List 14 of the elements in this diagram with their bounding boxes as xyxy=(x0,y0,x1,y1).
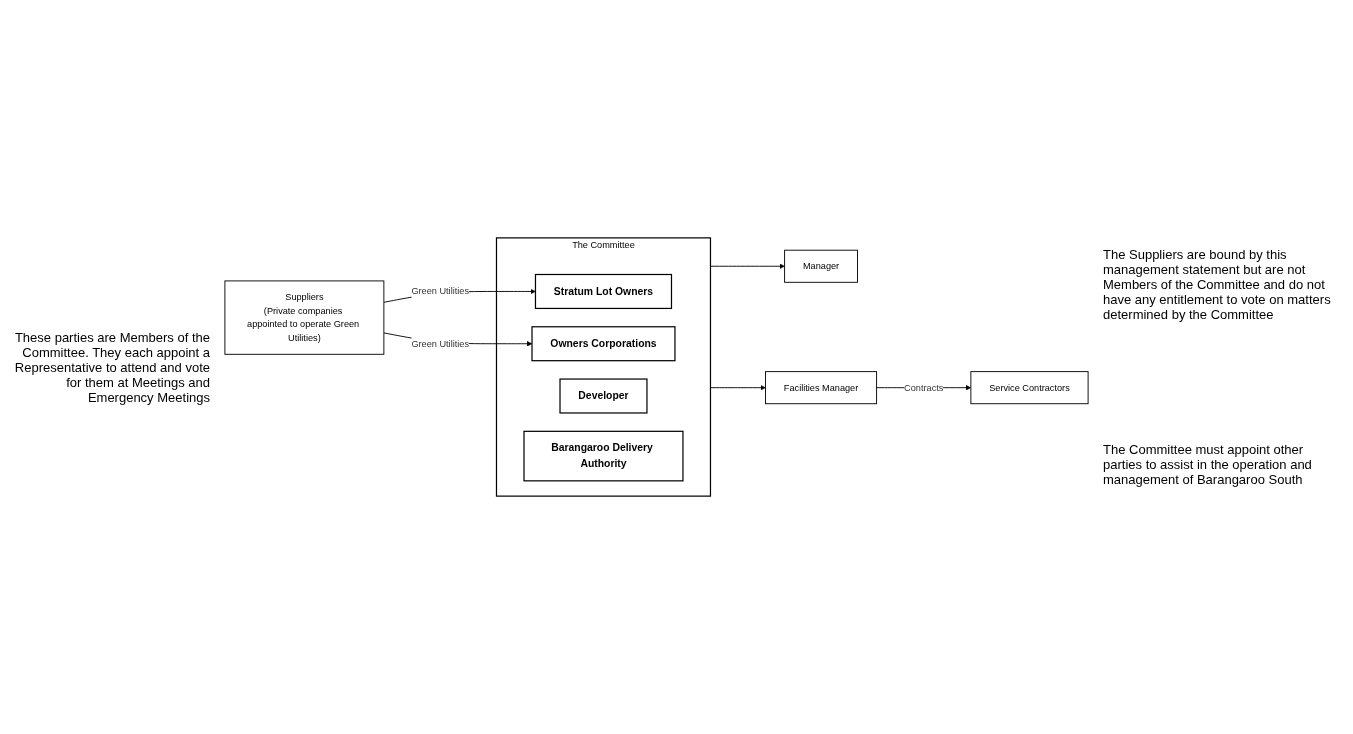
edge-label: Green Utilities xyxy=(411,338,469,349)
note-text: The Suppliers are bound by this management statement but are not Members of the Committee and do not have any entitlement to vote on matters determined by the Committee xyxy=(1103,247,1332,322)
node-box: Developer xyxy=(559,378,648,414)
note-text: These parties are Members of the Committee. They each appoint a Representative to attend and vote for them at Meetings and Emergency Meetings xyxy=(13,329,210,405)
edge-label: Contracts xyxy=(904,382,944,393)
note-text: The Committee must appoint other parties to assist in the operation and management of Barangaroo South xyxy=(1103,442,1313,487)
node-box: Manager xyxy=(784,249,858,283)
edge-label: Green Utilities xyxy=(411,285,469,297)
node-box: Facilities Manager xyxy=(765,371,878,405)
node-box: Barangaroo Delivery Authority xyxy=(523,430,684,482)
node-box: Service Contractors xyxy=(970,371,1089,405)
node-box: Stratum Lot Owners xyxy=(534,273,673,310)
node-box: Owners Corporations xyxy=(531,326,676,362)
node-box: Suppliers (Private companies appointed to operate Green Utilities) xyxy=(224,280,385,355)
